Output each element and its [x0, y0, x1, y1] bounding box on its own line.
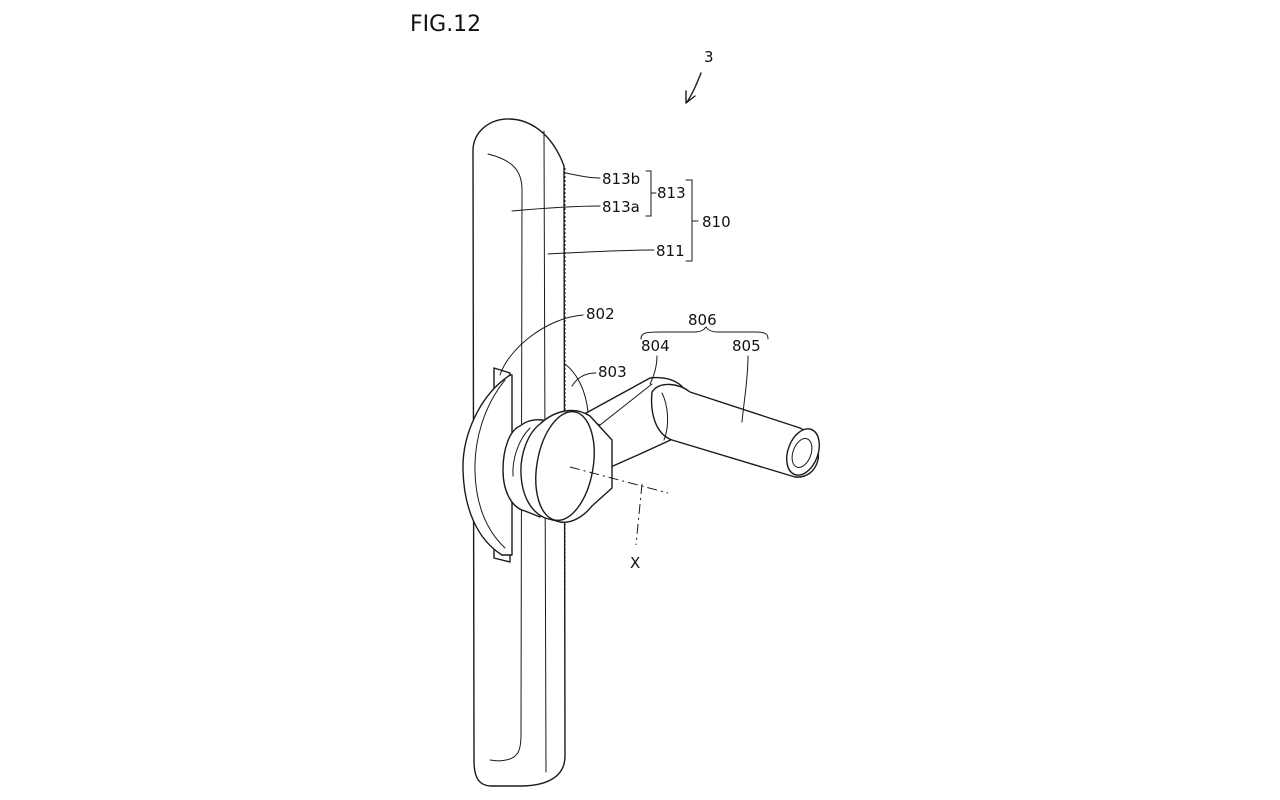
arrow-3: [685, 72, 702, 104]
label-811: 811: [656, 242, 685, 260]
leader-802: [499, 314, 584, 376]
label-813a: 813a: [602, 198, 640, 216]
leader-804: [649, 355, 658, 385]
label-813: 813: [657, 184, 686, 202]
handle-hub: [502, 409, 613, 523]
label-805: 805: [732, 337, 761, 355]
brace-806: [640, 326, 769, 340]
axis-x: [569, 466, 669, 546]
label-806: 806: [688, 311, 717, 329]
brackets: [645, 170, 699, 262]
figure-title: FIG.12: [410, 12, 481, 37]
label-804: 804: [641, 337, 670, 355]
label-810: 810: [702, 213, 731, 231]
leader-805: [741, 355, 749, 423]
label-813b: 813b: [602, 170, 640, 188]
leader-lines-plate: [511, 172, 655, 255]
label-x: X: [630, 554, 640, 572]
label-3: 3: [704, 48, 714, 66]
label-802: 802: [586, 305, 615, 323]
label-803: 803: [598, 363, 627, 381]
leader-803: [571, 372, 597, 387]
rosette: [462, 363, 589, 563]
